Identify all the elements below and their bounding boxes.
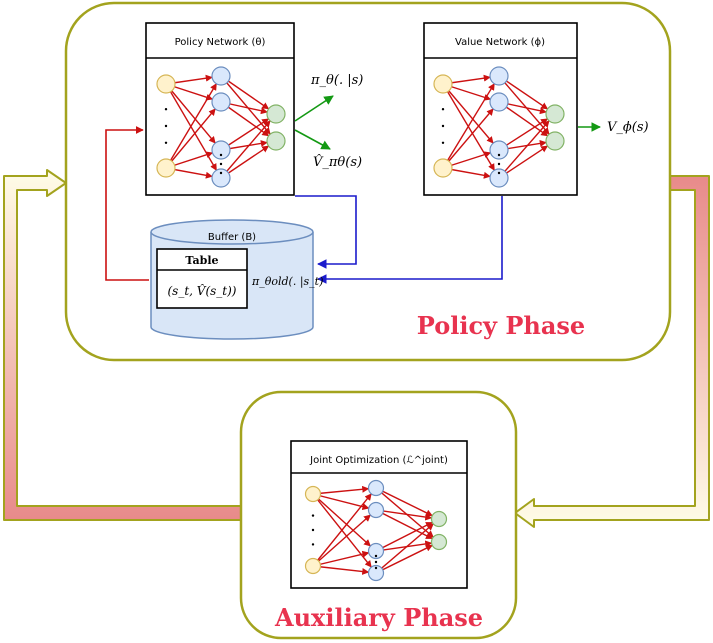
hidden-node [211,66,231,86]
auxiliary-phase-label: Auxiliary Phase [274,603,483,632]
network-edge [312,493,370,510]
right-feedback-arrow [514,175,710,528]
green-arrow-policy-output [294,95,334,122]
policy-output-label: π_θ(. |s) [310,73,363,88]
network-edge [165,83,216,144]
network-edge [312,550,370,567]
network-edge [312,485,370,495]
ellipsis-dot [497,153,501,157]
network-edge [375,523,434,574]
input-node [433,158,453,178]
ellipsis-dot [497,171,501,175]
ellipsis-dot [164,124,168,128]
network-edge [375,544,433,574]
joint-optimization-title: Joint Optimization (ℒ^joint) [309,455,448,466]
network-edge [498,120,550,179]
green-arrow-value-estimate [294,129,331,150]
network-edge [375,521,433,552]
ellipsis-dot [219,153,223,157]
ellipsis-dot [441,141,445,144]
network-edge [312,514,371,567]
network-edge [165,108,216,169]
ellipsis-dot [311,543,315,546]
network-edge [220,101,270,137]
ellipsis-dot [497,162,501,166]
hidden-node [489,140,509,160]
output-node [430,510,448,528]
hidden-node [211,92,231,112]
value-estimate-label: V̂_πθ(s) [313,154,362,170]
output-node [266,131,286,151]
network-edge [312,565,370,575]
joint-network-nodes [304,479,448,582]
buffer-policy-label: π_θold(. |s_t) [251,275,323,289]
ellipsis-dot [374,566,378,570]
ellipsis-dot [219,162,223,166]
hidden-node [211,168,231,188]
value-output-label: V_ϕ(s) [607,120,649,135]
hidden-node [367,564,385,582]
ellipsis-dot [311,528,315,532]
value-network-nodes [433,66,565,188]
network-edge [312,493,372,567]
input-node [156,158,176,178]
ellipsis-dot [164,108,168,111]
hidden-node [489,92,509,112]
hidden-node [489,66,509,86]
ellipsis-dot [374,560,378,564]
ellipsis-dot [311,514,315,517]
network-edge [375,487,433,517]
input-node [433,74,453,94]
policy-network-title: Policy Network (θ) [175,37,266,48]
network-edge [375,540,433,552]
output-node [430,533,448,551]
input-node [304,485,322,503]
output-node [266,104,286,124]
ellipsis-dot [164,141,168,144]
policy-network-nodes [156,66,286,188]
network-edge [220,75,270,110]
ellipsis-dot [374,554,378,558]
buffer-table-cell: (s_t, V̂(s_t)) [168,283,237,298]
hidden-node [211,140,231,160]
blue-arrow-value-to-buffer [317,196,503,284]
network-edge [220,120,271,179]
network-edge [375,509,433,540]
network-edge [312,493,371,547]
buffer-title: Buffer (B) [208,232,256,243]
network-edge [442,83,494,144]
blue-arrow-policy-to-buffer [295,195,357,269]
hidden-node [489,168,509,188]
hidden-node [367,479,385,497]
network-edge [498,101,549,137]
buffer-table [156,248,248,309]
network-edge [498,145,549,179]
output-node [545,131,565,151]
red-arrow-buffer-to-policy [105,126,149,281]
network-edge [442,108,494,169]
ellipsis-dot [441,124,445,128]
ellipsis-dot [219,171,223,175]
value-network-title: Value Network (ϕ) [455,37,545,48]
left-feedback-arrow [3,169,242,521]
buffer-table-header: Table [185,254,218,267]
ellipsis-dot [441,108,445,111]
input-node [156,74,176,94]
network-edge [165,83,217,169]
hidden-node [367,542,385,560]
hidden-node [367,501,385,519]
policy-phase-label: Policy Phase [417,311,585,340]
network-edge [498,75,549,110]
input-node [304,557,322,575]
network-edge [442,83,495,169]
network-edge [375,509,433,521]
network-edge [375,487,434,538]
output-node [545,104,565,124]
